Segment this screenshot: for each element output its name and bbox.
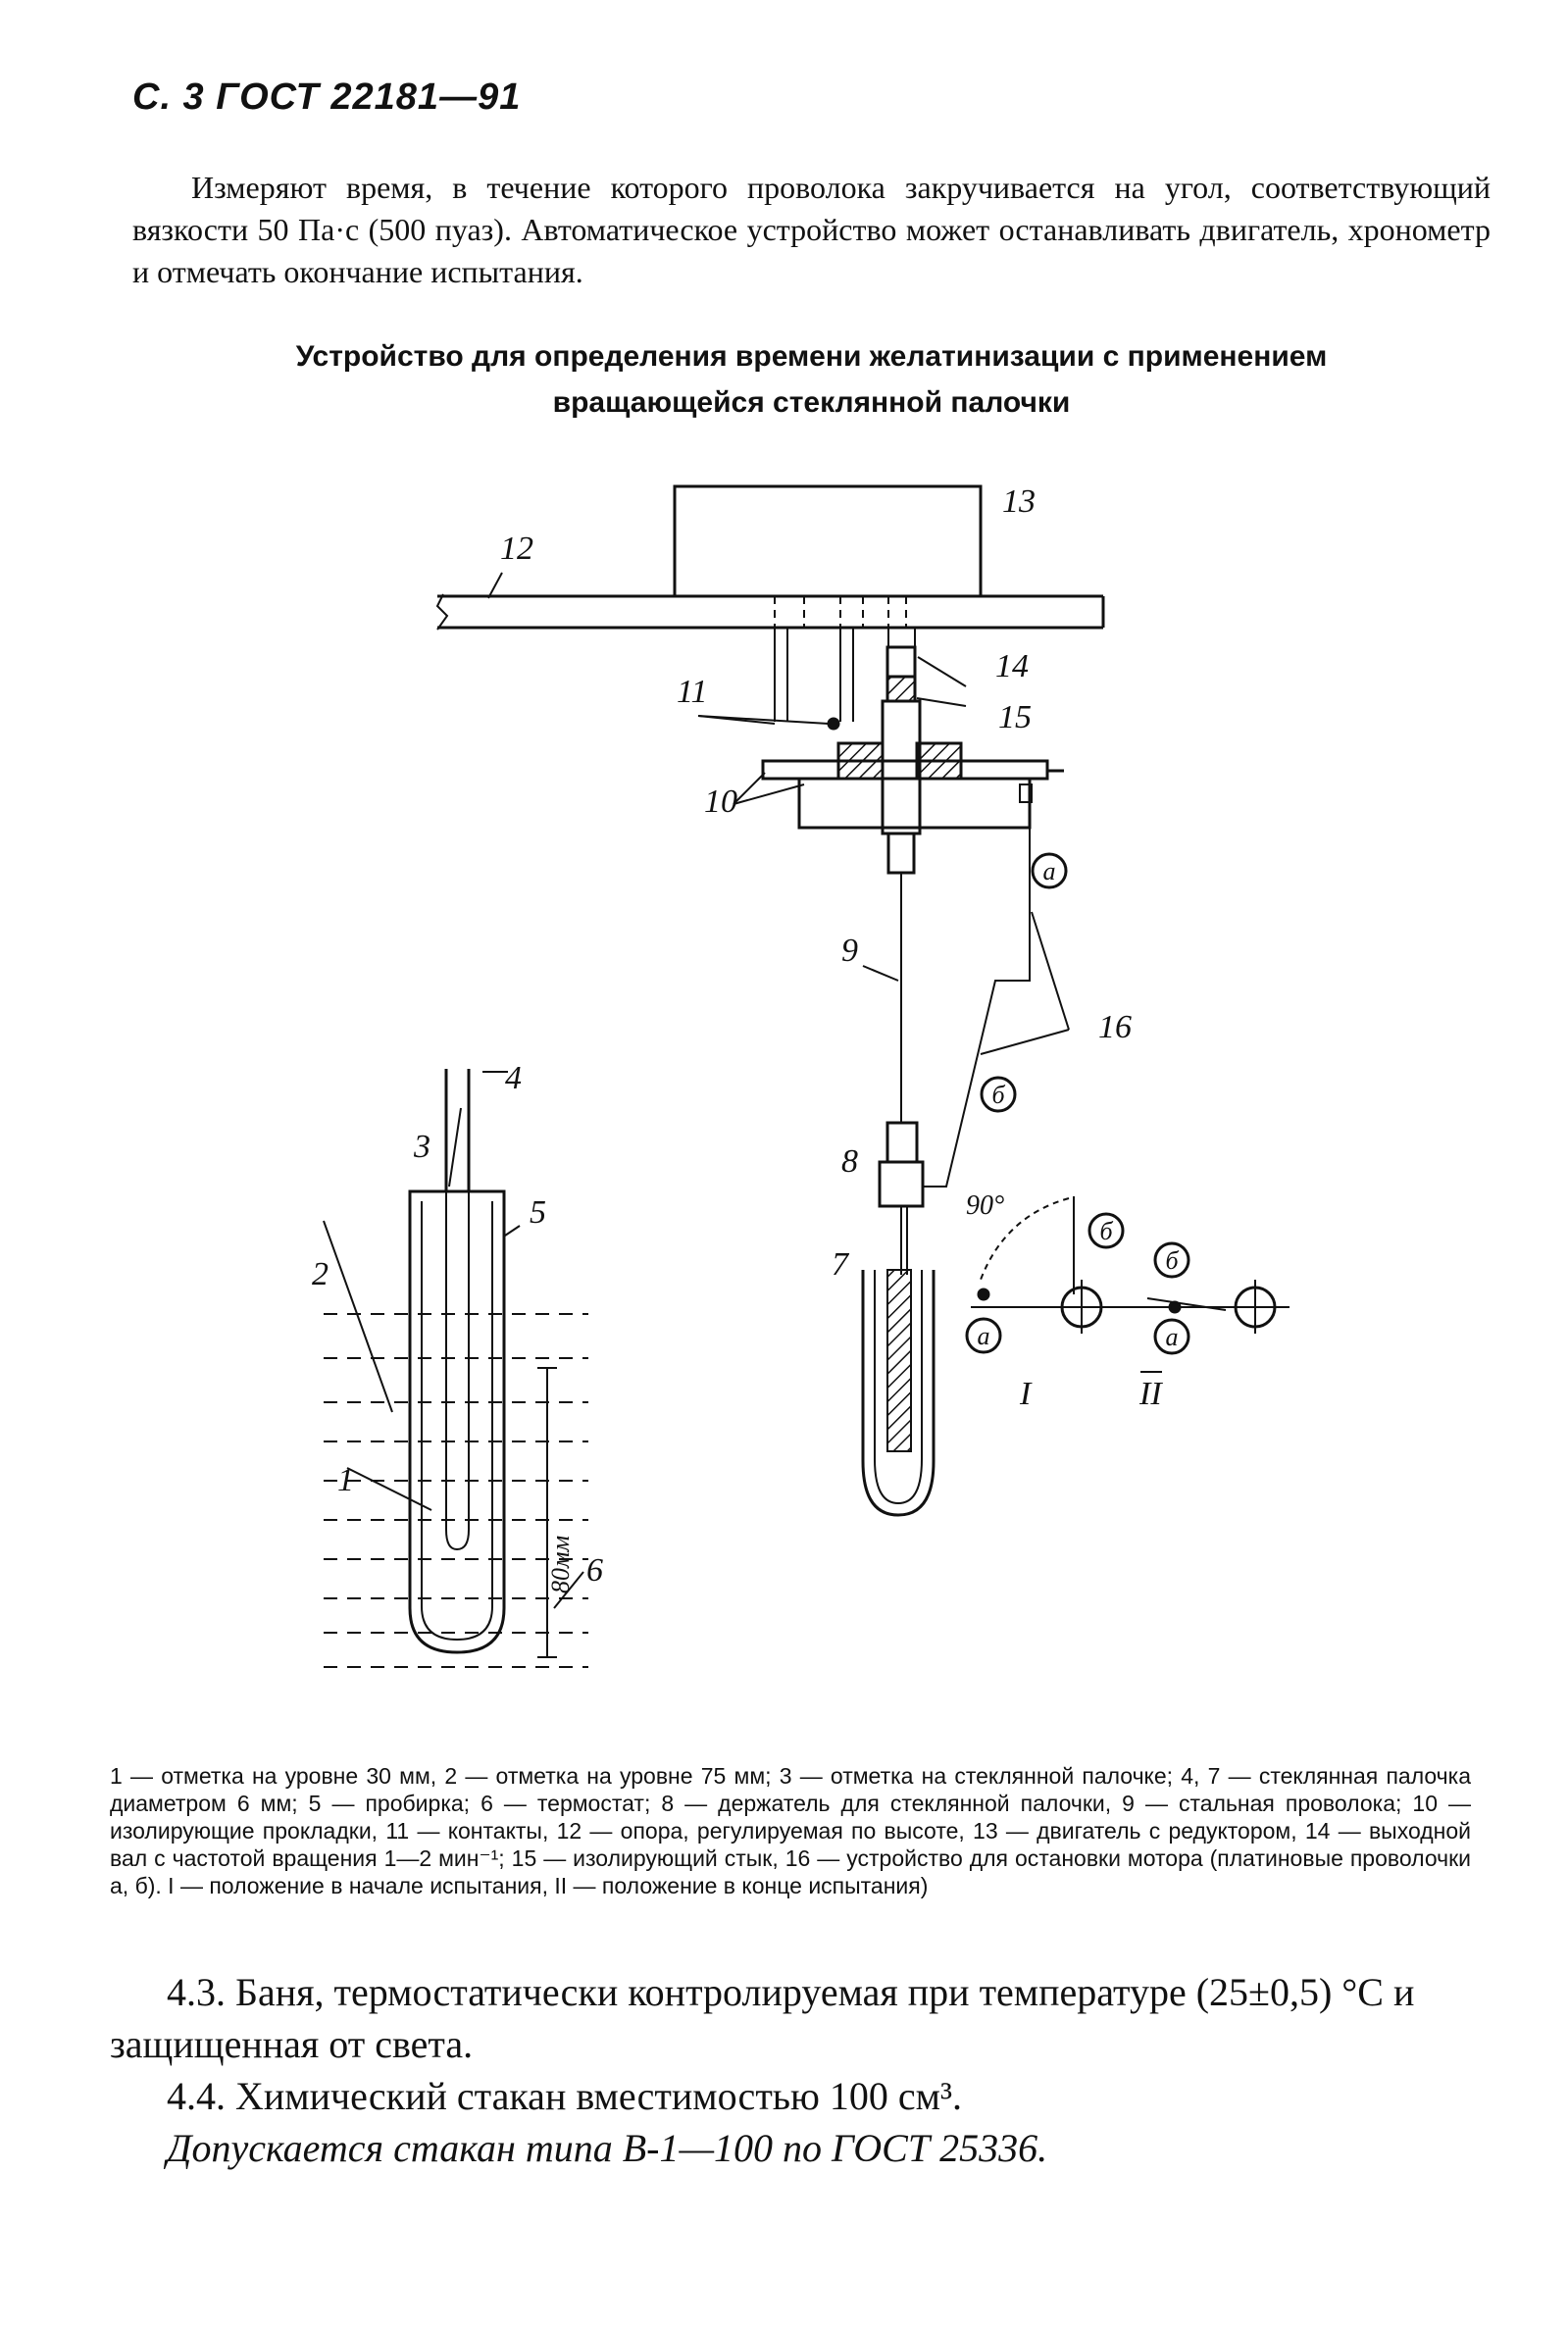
label-3: 3	[413, 1129, 430, 1165]
label-11: 11	[677, 674, 707, 710]
label-1: 1	[337, 1462, 354, 1498]
marker-b-mid: б	[991, 1081, 1005, 1109]
label-13: 13	[1002, 483, 1036, 520]
section-4-3: 4.3. Баня, термостатически контролируема…	[110, 1970, 1415, 2066]
label-4: 4	[505, 1060, 522, 1096]
section-4-4: 4.4. Химический стакан вместимостью 100 …	[167, 2074, 962, 2118]
figure-title: Устройство для определения времени желат…	[132, 333, 1491, 426]
label-2: 2	[312, 1256, 329, 1292]
apparatus-figure: 13 12 14 15 11 10 9 16 8 7 4 3 5 2 1 6 9…	[312, 483, 1290, 1668]
figure-title-line-1: Устройство для определения времени желат…	[295, 340, 1328, 373]
label-6: 6	[586, 1552, 603, 1589]
label-14: 14	[995, 648, 1029, 684]
intro-paragraph: Измеряют время, в течение которого прово…	[132, 170, 1491, 289]
label-12: 12	[500, 531, 533, 567]
label-7: 7	[832, 1246, 850, 1283]
label-5: 5	[530, 1194, 546, 1231]
label-angle: 90°	[966, 1190, 1004, 1221]
sections: 4.3. Баня, термостатически контролируема…	[110, 1966, 1502, 2174]
marker-a-top: а	[1043, 857, 1056, 885]
marker-a-pos2: а	[1166, 1323, 1179, 1351]
motor-box	[673, 484, 983, 598]
figure-legend: 1 — отметка на уровне 30 мм, 2 — отметка…	[110, 1763, 1471, 1898]
marker-a-pos1: а	[978, 1322, 990, 1350]
label-position-1: I	[1019, 1376, 1033, 1412]
label-position-2: II	[1138, 1376, 1163, 1412]
section-4-4-note: Допускается стакан типа В-1—100 по ГОСТ …	[167, 2126, 1048, 2170]
marker-b-pos1: б	[1099, 1217, 1113, 1245]
label-dimension: 80мм	[546, 1536, 575, 1593]
label-16: 16	[1098, 1009, 1132, 1045]
label-10: 10	[704, 783, 737, 820]
page-header: С. 3 ГОСТ 22181—91	[132, 76, 522, 118]
figure-title-line-2: вращающейся стеклянной палочки	[552, 386, 1071, 419]
marker-b-pos2: б	[1165, 1246, 1179, 1275]
label-15: 15	[998, 699, 1032, 735]
label-9: 9	[841, 933, 858, 969]
label-8: 8	[841, 1143, 858, 1180]
